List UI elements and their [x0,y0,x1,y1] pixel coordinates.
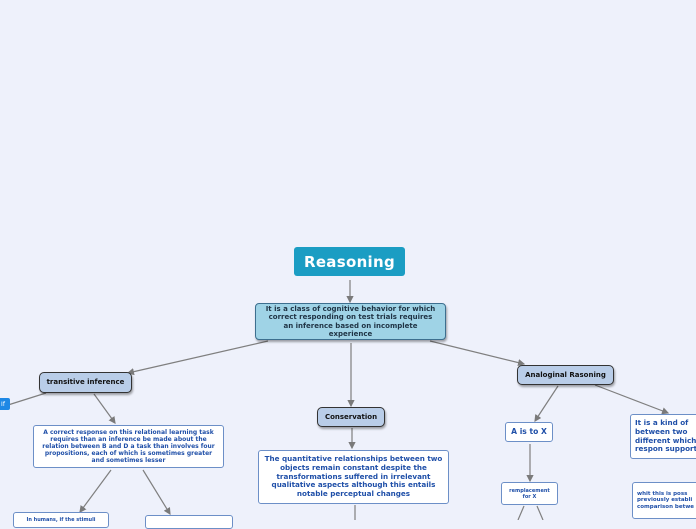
transitive-subright-node[interactable] [145,515,233,529]
edge-tag-if[interactable]: If [0,398,10,410]
conservation-detail-node[interactable]: The quantitative relationships between t… [258,450,449,504]
analogical-right-text: It is a kind of between two different wh… [635,418,696,454]
a-is-to-x-node[interactable]: A is to X [505,422,553,442]
transitive-inference-label: transitive inference [46,378,125,387]
analogical-right-text-2: whit this is poss previously establi com… [637,490,695,510]
definition-text: It is a class of cognitive behavior for … [265,304,436,338]
link-definition-analogical [429,340,526,367]
link-transitive-detail [93,393,116,424]
transitive-detail-node[interactable]: A correct response on this relational le… [33,425,224,468]
analogical-right-node-2[interactable]: whit this is poss previously establi com… [632,482,696,519]
link-transitive-tag [7,392,47,406]
transitive-subleft-text: In humans, if the stimuli [26,517,96,523]
link-detail-subleft [79,469,112,513]
definition-node[interactable]: It is a class of cognitive behavior for … [255,303,446,340]
transitive-subleft-node[interactable]: In humans, if the stimuli [13,512,109,528]
replacement-node[interactable]: remplacement for X [501,482,558,505]
link-replacement-down-right [536,505,544,520]
conservation-detail-text: The quantitative relationships between t… [264,454,443,498]
link-analogical-rightbox [594,384,670,415]
link-definition-transitive [126,340,269,376]
link-detail-subright [142,469,171,516]
analogical-reasoning-node[interactable]: Analoginal Rasoning [517,365,614,385]
a-is-to-x-label: A is to X [511,427,547,437]
root-label: Reasoning [303,252,395,271]
link-analogical-atox [534,385,559,423]
analogical-right-node[interactable]: It is a kind of between two different wh… [630,414,696,459]
link-replacement-down-left [517,505,525,520]
analogical-reasoning-label: Analoginal Rasoning [525,370,606,379]
conservation-label: Conservation [324,412,378,421]
transitive-inference-node[interactable]: transitive inference [39,372,132,393]
edge-tag-if-label: If [1,400,5,408]
replacement-label: remplacement for X [509,487,550,500]
transitive-detail-text: A correct response on this relational le… [42,428,215,465]
conservation-node[interactable]: Conservation [317,407,385,427]
root-node-reasoning[interactable]: Reasoning [294,247,405,276]
